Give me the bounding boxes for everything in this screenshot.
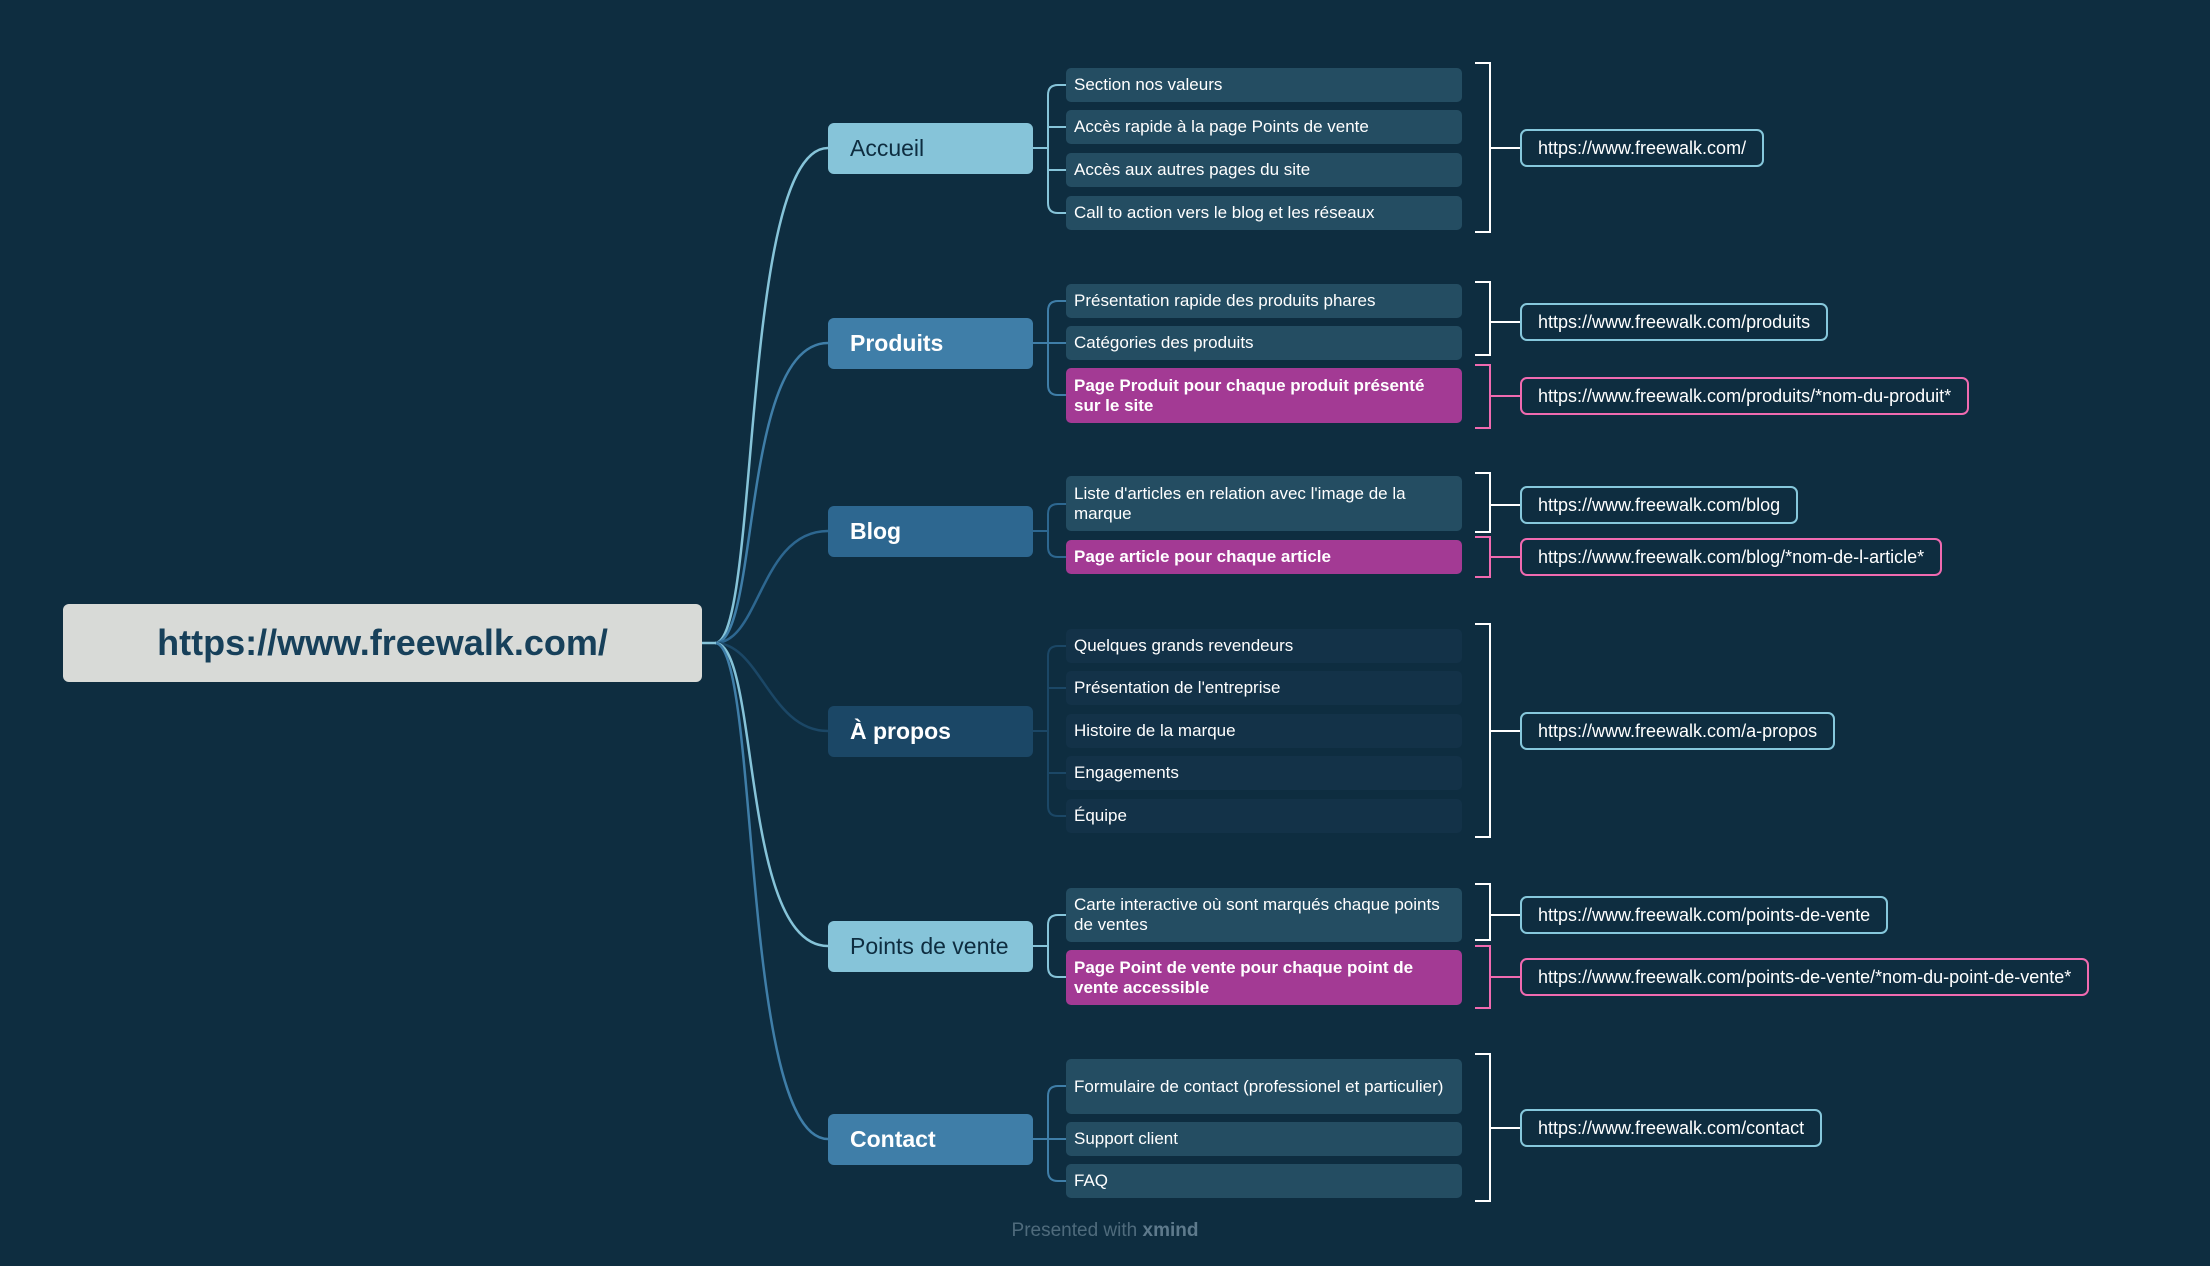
url-points-de-vente[interactable]: https://www.freewalk.com/points-de-vente: [1520, 896, 1889, 934]
connector-points-de-vente-topics: [1033, 914, 1066, 978]
connector-root-produits: [714, 341, 829, 645]
topic-a-propos-4[interactable]: Engagements: [1066, 756, 1462, 790]
url-produits[interactable]: https://www.freewalk.com/produits: [1520, 303, 1829, 341]
connector-root-accueil: [714, 146, 829, 645]
branch-contact[interactable]: Contact: [828, 1114, 1033, 1165]
connector-contact-topics: [1033, 1085, 1066, 1182]
topic-a-propos-3[interactable]: Histoire de la marque: [1066, 714, 1462, 748]
topic-points-de-vente-1[interactable]: Carte interactive où sont marqués chaque…: [1066, 888, 1462, 942]
url-accueil[interactable]: https://www.freewalk.com/: [1520, 129, 1765, 167]
url-blog-article[interactable]: https://www.freewalk.com/blog/*nom-de-l-…: [1520, 538, 1943, 576]
branch-points-de-vente[interactable]: Points de vente: [828, 921, 1033, 972]
brackets-pink: [1475, 364, 1520, 1009]
connector-root-a-propos: [714, 641, 829, 733]
topic-contact-1[interactable]: Formulaire de contact (professionel et p…: [1066, 1059, 1462, 1114]
branch-accueil[interactable]: Accueil: [828, 123, 1033, 174]
topic-accueil-1[interactable]: Section nos valeurs: [1066, 68, 1462, 102]
topic-blog-1[interactable]: Liste d'articles en relation avec l'imag…: [1066, 476, 1462, 531]
topic-produits-1[interactable]: Présentation rapide des produits phares: [1066, 284, 1462, 318]
topic-accueil-4[interactable]: Call to action vers le blog et les résea…: [1066, 196, 1462, 230]
connector-blog-topics: [1033, 503, 1066, 558]
branch-produits[interactable]: Produits: [828, 318, 1033, 369]
url-produits-detail[interactable]: https://www.freewalk.com/produits/*nom-d…: [1520, 377, 1970, 415]
topic-accueil-2[interactable]: Accès rapide à la page Points de vente: [1066, 110, 1462, 144]
url-contact[interactable]: https://www.freewalk.com/contact: [1520, 1109, 1823, 1147]
footer-credit: Presented with xmind: [0, 1220, 2210, 1242]
topic-a-propos-2[interactable]: Présentation de l'entreprise: [1066, 671, 1462, 705]
topic-blog-2[interactable]: Page article pour chaque article: [1066, 540, 1462, 574]
connector-accueil-topics: [1033, 84, 1066, 214]
connector-produits-topics: [1033, 300, 1066, 396]
brackets-white: [1475, 62, 1520, 1202]
topic-contact-3[interactable]: FAQ: [1066, 1164, 1462, 1198]
branch-blog[interactable]: Blog: [828, 506, 1033, 557]
url-blog[interactable]: https://www.freewalk.com/blog: [1520, 486, 1799, 524]
url-a-propos[interactable]: https://www.freewalk.com/a-propos: [1520, 712, 1836, 750]
branch-a-propos[interactable]: À propos: [828, 706, 1033, 757]
topic-produits-3[interactable]: Page Produit pour chaque produit présent…: [1066, 368, 1462, 423]
topic-points-de-vente-2[interactable]: Page Point de vente pour chaque point de…: [1066, 950, 1462, 1005]
root-node[interactable]: https://www.freewalk.com/: [63, 604, 702, 682]
topic-produits-2[interactable]: Catégories des produits: [1066, 326, 1462, 360]
topic-a-propos-1[interactable]: Quelques grands revendeurs: [1066, 629, 1462, 663]
connector-root-contact: [714, 641, 829, 1141]
url-points-de-vente-detail[interactable]: https://www.freewalk.com/points-de-vente…: [1520, 958, 2090, 996]
footer-prefix: Presented with: [1011, 1220, 1138, 1241]
topic-contact-2[interactable]: Support client: [1066, 1122, 1462, 1156]
connector-root-points-de-vente: [714, 641, 829, 948]
footer-brand[interactable]: xmind: [1142, 1220, 1199, 1241]
connector-root-blog: [714, 529, 829, 645]
topic-accueil-3[interactable]: Accès aux autres pages du site: [1066, 153, 1462, 187]
topic-a-propos-5[interactable]: Équipe: [1066, 799, 1462, 833]
connector-a-propos-topics: [1033, 645, 1066, 817]
